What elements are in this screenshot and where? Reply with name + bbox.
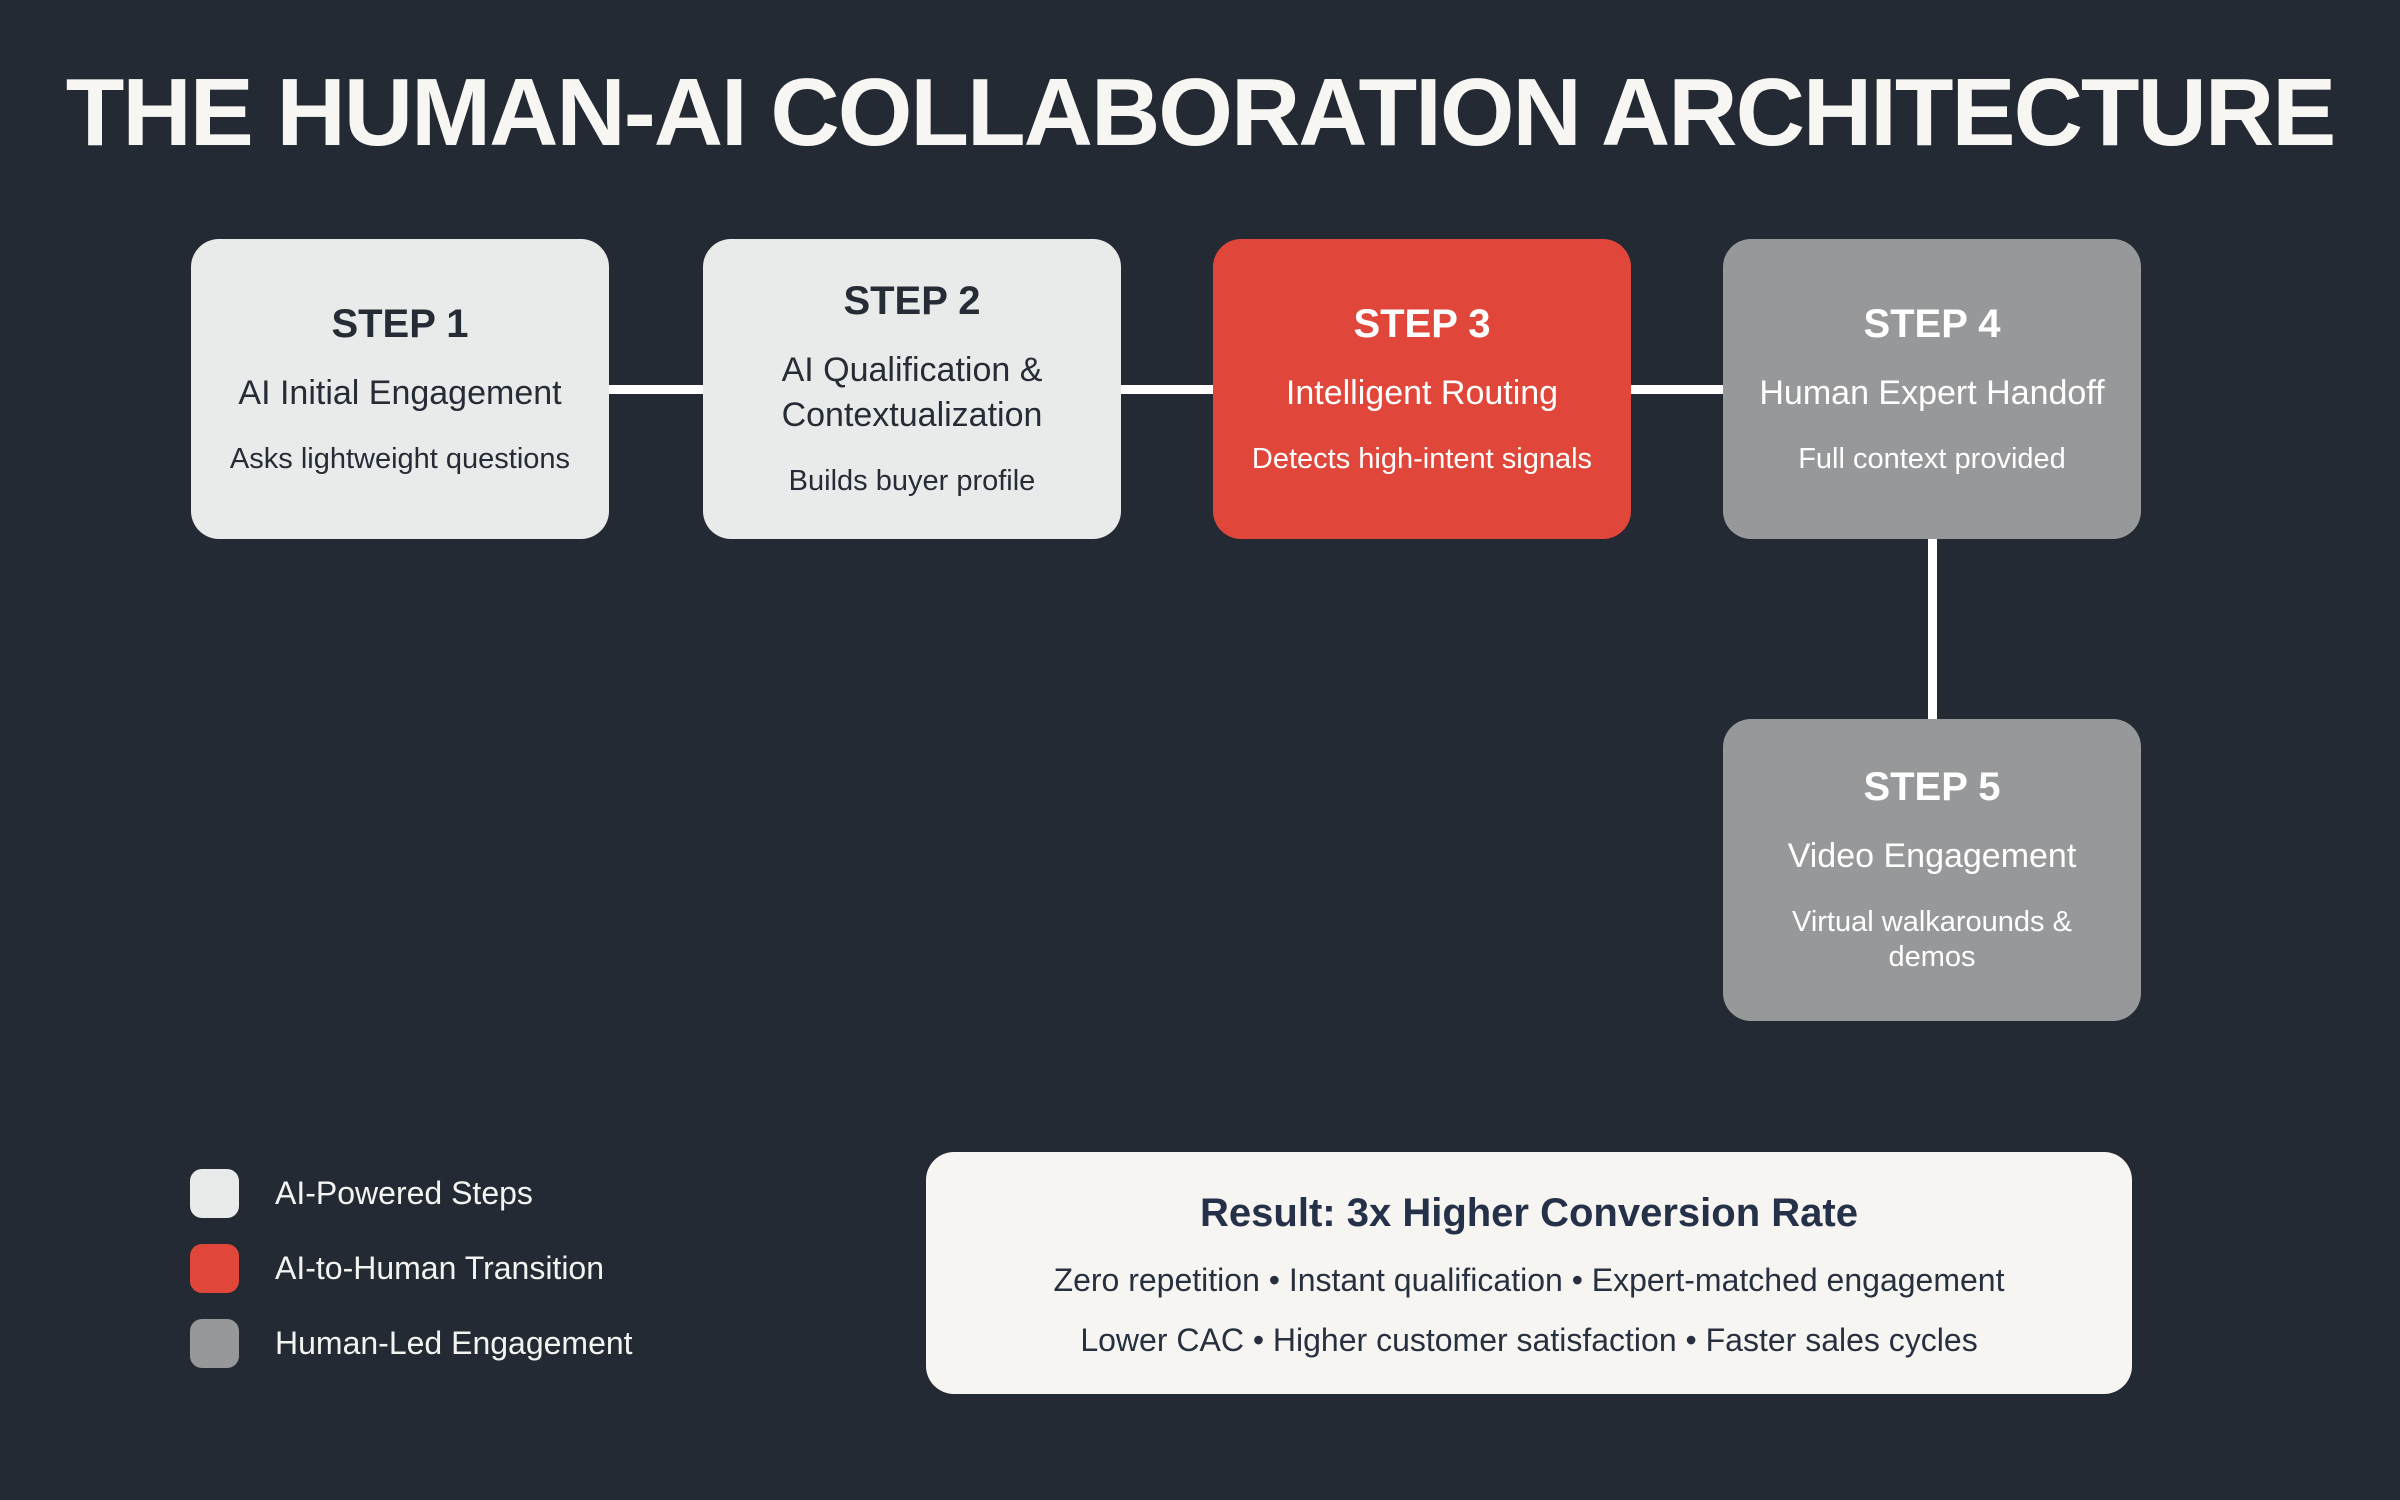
legend-label: AI-to-Human Transition	[275, 1250, 605, 1286]
connector-step1-step2	[609, 385, 703, 394]
legend-label: AI-Powered Steps	[275, 1175, 533, 1211]
step-2-label: STEP 2	[843, 279, 981, 324]
step-1-label: STEP 1	[331, 301, 469, 346]
connector-step4-step5	[1928, 539, 1937, 719]
step-4-description: Full context provided	[1798, 442, 2066, 475]
result-title: Result: 3x Higher Conversion Rate	[1200, 1190, 1858, 1235]
step-4-box: STEP 4 Human Expert Handoff Full context…	[1723, 239, 2141, 539]
step-2-box: STEP 2 AI Qualification & Contextualizat…	[703, 239, 1121, 539]
step-1-description: Asks lightweight questions	[229, 442, 571, 475]
connector-step2-step3	[1121, 385, 1213, 394]
step-5-label: STEP 5	[1863, 765, 2001, 810]
step-3-label: STEP 3	[1353, 301, 1491, 346]
connector-step3-step4	[1631, 385, 1723, 394]
ai-powered-swatch-icon	[190, 1169, 239, 1218]
human-led-swatch-icon	[190, 1319, 239, 1368]
legend-label: Human-Led Engagement	[275, 1325, 633, 1361]
legend-item-human-led: Human-Led Engagement	[190, 1319, 633, 1368]
step-4-label: STEP 4	[1863, 301, 2001, 346]
legend-item-ai-powered: AI-Powered Steps	[190, 1169, 633, 1218]
step-3-description: Detects high-intent signals	[1251, 442, 1593, 475]
ai-to-human-swatch-icon	[190, 1244, 239, 1293]
legend-item-ai-to-human: AI-to-Human Transition	[190, 1244, 633, 1293]
step-2-description: Builds buyer profile	[788, 464, 1036, 497]
step-3-title: Intelligent Routing	[1285, 373, 1559, 412]
step-2-title: AI Qualification & Contextualization	[781, 351, 1043, 435]
result-benefits-line-2: Lower CAC • Higher customer satisfaction…	[1080, 1321, 1978, 1358]
step-5-box: STEP 5 Video Engagement Virtual walkarou…	[1723, 719, 2141, 1021]
legend: AI-Powered Steps AI-to-Human Transition …	[190, 1169, 633, 1394]
result-benefits-line-1: Zero repetition • Instant qualification …	[1053, 1261, 2005, 1298]
step-4-title: Human Expert Handoff	[1759, 373, 2105, 412]
step-3-box: STEP 3 Intelligent Routing Detects high-…	[1213, 239, 1631, 539]
step-1-box: STEP 1 AI Initial Engagement Asks lightw…	[191, 239, 609, 539]
step-5-description: Virtual walkarounds & demos	[1792, 906, 2072, 973]
result-card: Result: 3x Higher Conversion Rate Zero r…	[926, 1152, 2132, 1394]
page-title: THE HUMAN-AI COLLABORATION ARCHITECTURE	[65, 59, 2336, 166]
step-1-title: AI Initial Engagement	[238, 373, 562, 412]
step-5-title: Video Engagement	[1787, 837, 2077, 876]
